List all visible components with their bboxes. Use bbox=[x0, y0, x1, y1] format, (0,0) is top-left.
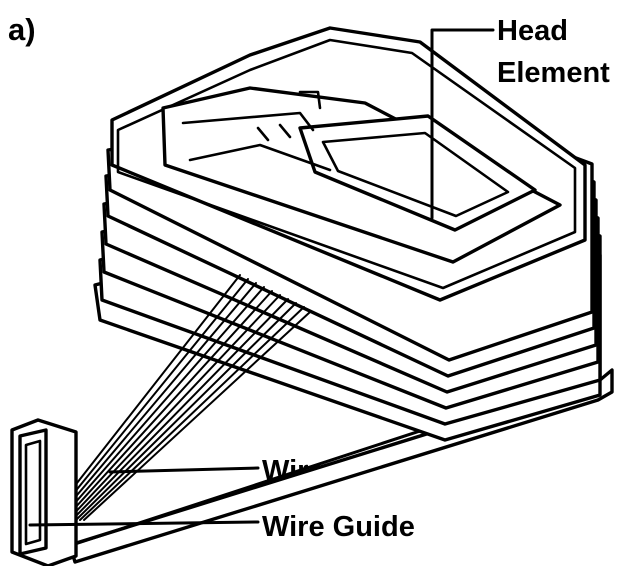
panel-label: a) bbox=[8, 12, 36, 47]
label-head: Head bbox=[497, 15, 568, 47]
label-wire-guide: Wire Guide bbox=[262, 511, 415, 543]
label-element: Element bbox=[497, 57, 610, 89]
wire-bundle bbox=[47, 274, 311, 521]
wire-guide bbox=[10, 418, 78, 566]
head-element-plate bbox=[110, 26, 587, 302]
callout-leaders bbox=[28, 28, 495, 527]
